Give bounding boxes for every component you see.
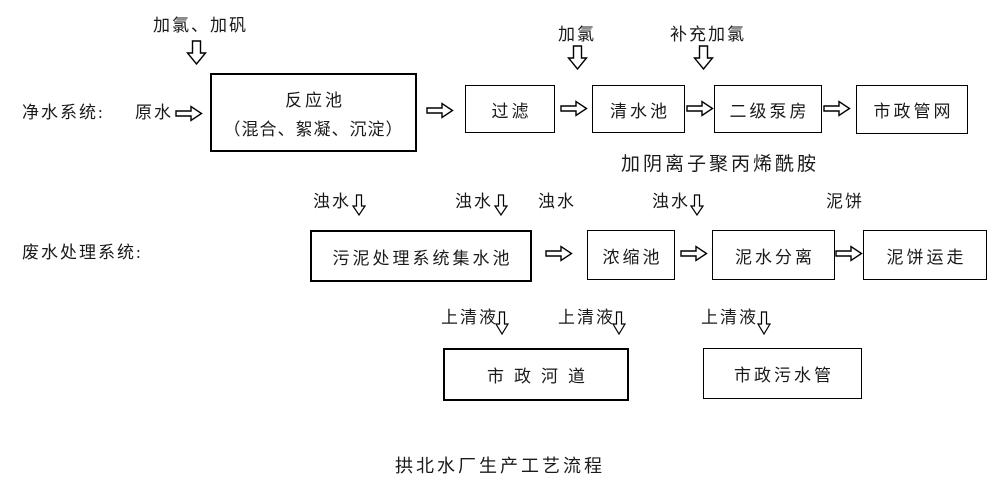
dosing-chlorine-label: 加氯	[558, 25, 596, 44]
down-arrow-icon	[693, 45, 714, 70]
box-reaction-pool: 反应池 （混合、絮凝、沉淀）	[210, 73, 417, 152]
down-arrow-icon	[612, 311, 626, 335]
box-reaction-pool-title: 反应池	[285, 90, 345, 110]
turbid-water-label-2: 浊水	[455, 192, 493, 211]
box-municipal-sewage-pipe: 市政污水管	[703, 348, 862, 399]
box-mud-water-separation-title: 泥水分离	[735, 247, 815, 267]
box-mud-cake-removal: 泥饼运走	[863, 230, 987, 280]
clean-water-system-label: 净水系统:	[22, 103, 105, 122]
box-sludge-collection-pool-title: 污泥处理系统集水池	[332, 248, 513, 268]
right-arrow-icon	[686, 100, 714, 117]
down-arrow-icon	[186, 40, 207, 65]
dosing-chlorine-alum-label: 加氯、加矾	[153, 16, 248, 35]
box-filter: 过滤	[465, 85, 555, 133]
box-clear-water-pool-title: 清水池	[610, 101, 670, 121]
right-arrow-icon	[545, 245, 573, 262]
supernatant-label-3: 上清液	[701, 308, 758, 327]
right-arrow-icon	[560, 100, 588, 117]
dosing-anionic-polyacrylamide-label: 加阴离子聚丙烯酰胺	[621, 154, 820, 175]
dosing-supplement-chlorine-label: 补充加氯	[670, 25, 746, 44]
box-sludge-collection-pool: 污泥处理系统集水池	[310, 230, 532, 282]
box-municipal-pipe-network-title: 市政管网	[873, 102, 954, 121]
box-municipal-sewage-pipe-title: 市政污水管	[734, 366, 834, 385]
down-arrow-icon	[690, 194, 704, 216]
down-arrow-icon	[567, 45, 588, 70]
right-arrow-icon	[426, 102, 454, 119]
right-arrow-icon	[823, 100, 851, 117]
down-arrow-icon	[757, 311, 771, 335]
waste-water-system-label: 废水处理系统:	[22, 243, 143, 262]
raw-water-label: 原水	[135, 103, 173, 122]
box-mud-cake-removal-title: 泥饼运走	[886, 247, 967, 267]
right-arrow-icon	[835, 245, 863, 262]
turbid-water-label-1: 浊水	[313, 192, 351, 211]
right-arrow-icon	[175, 105, 203, 122]
supernatant-label-1: 上清液	[441, 308, 498, 327]
supernatant-label-2: 上清液	[558, 308, 615, 327]
box-reaction-pool-subtitle: （混合、絮凝、沉淀）	[223, 119, 404, 139]
down-arrow-icon	[495, 311, 509, 335]
box-concentration-pool-title: 浓缩池	[602, 247, 663, 267]
turbid-water-label-3: 浊水	[538, 192, 576, 211]
down-arrow-icon	[494, 194, 508, 216]
box-concentration-pool: 浓缩池	[587, 230, 675, 280]
box-municipal-river-title: 市政河道	[487, 367, 595, 386]
turbid-water-label-4: 浊水	[652, 192, 690, 211]
box-clear-water-pool: 清水池	[592, 85, 685, 133]
mud-cake-label: 泥饼	[826, 192, 864, 211]
box-secondary-pump-house: 二级泵房	[714, 85, 822, 133]
box-municipal-pipe-network: 市政管网	[856, 85, 968, 134]
box-secondary-pump-house-title: 二级泵房	[729, 101, 810, 121]
box-filter-title: 过滤	[491, 101, 532, 121]
box-mud-water-separation: 泥水分离	[712, 230, 835, 280]
diagram-title: 拱北水厂生产工艺流程	[395, 456, 605, 476]
right-arrow-icon	[680, 245, 708, 262]
down-arrow-icon	[352, 194, 366, 216]
box-municipal-river: 市政河道	[443, 348, 629, 401]
